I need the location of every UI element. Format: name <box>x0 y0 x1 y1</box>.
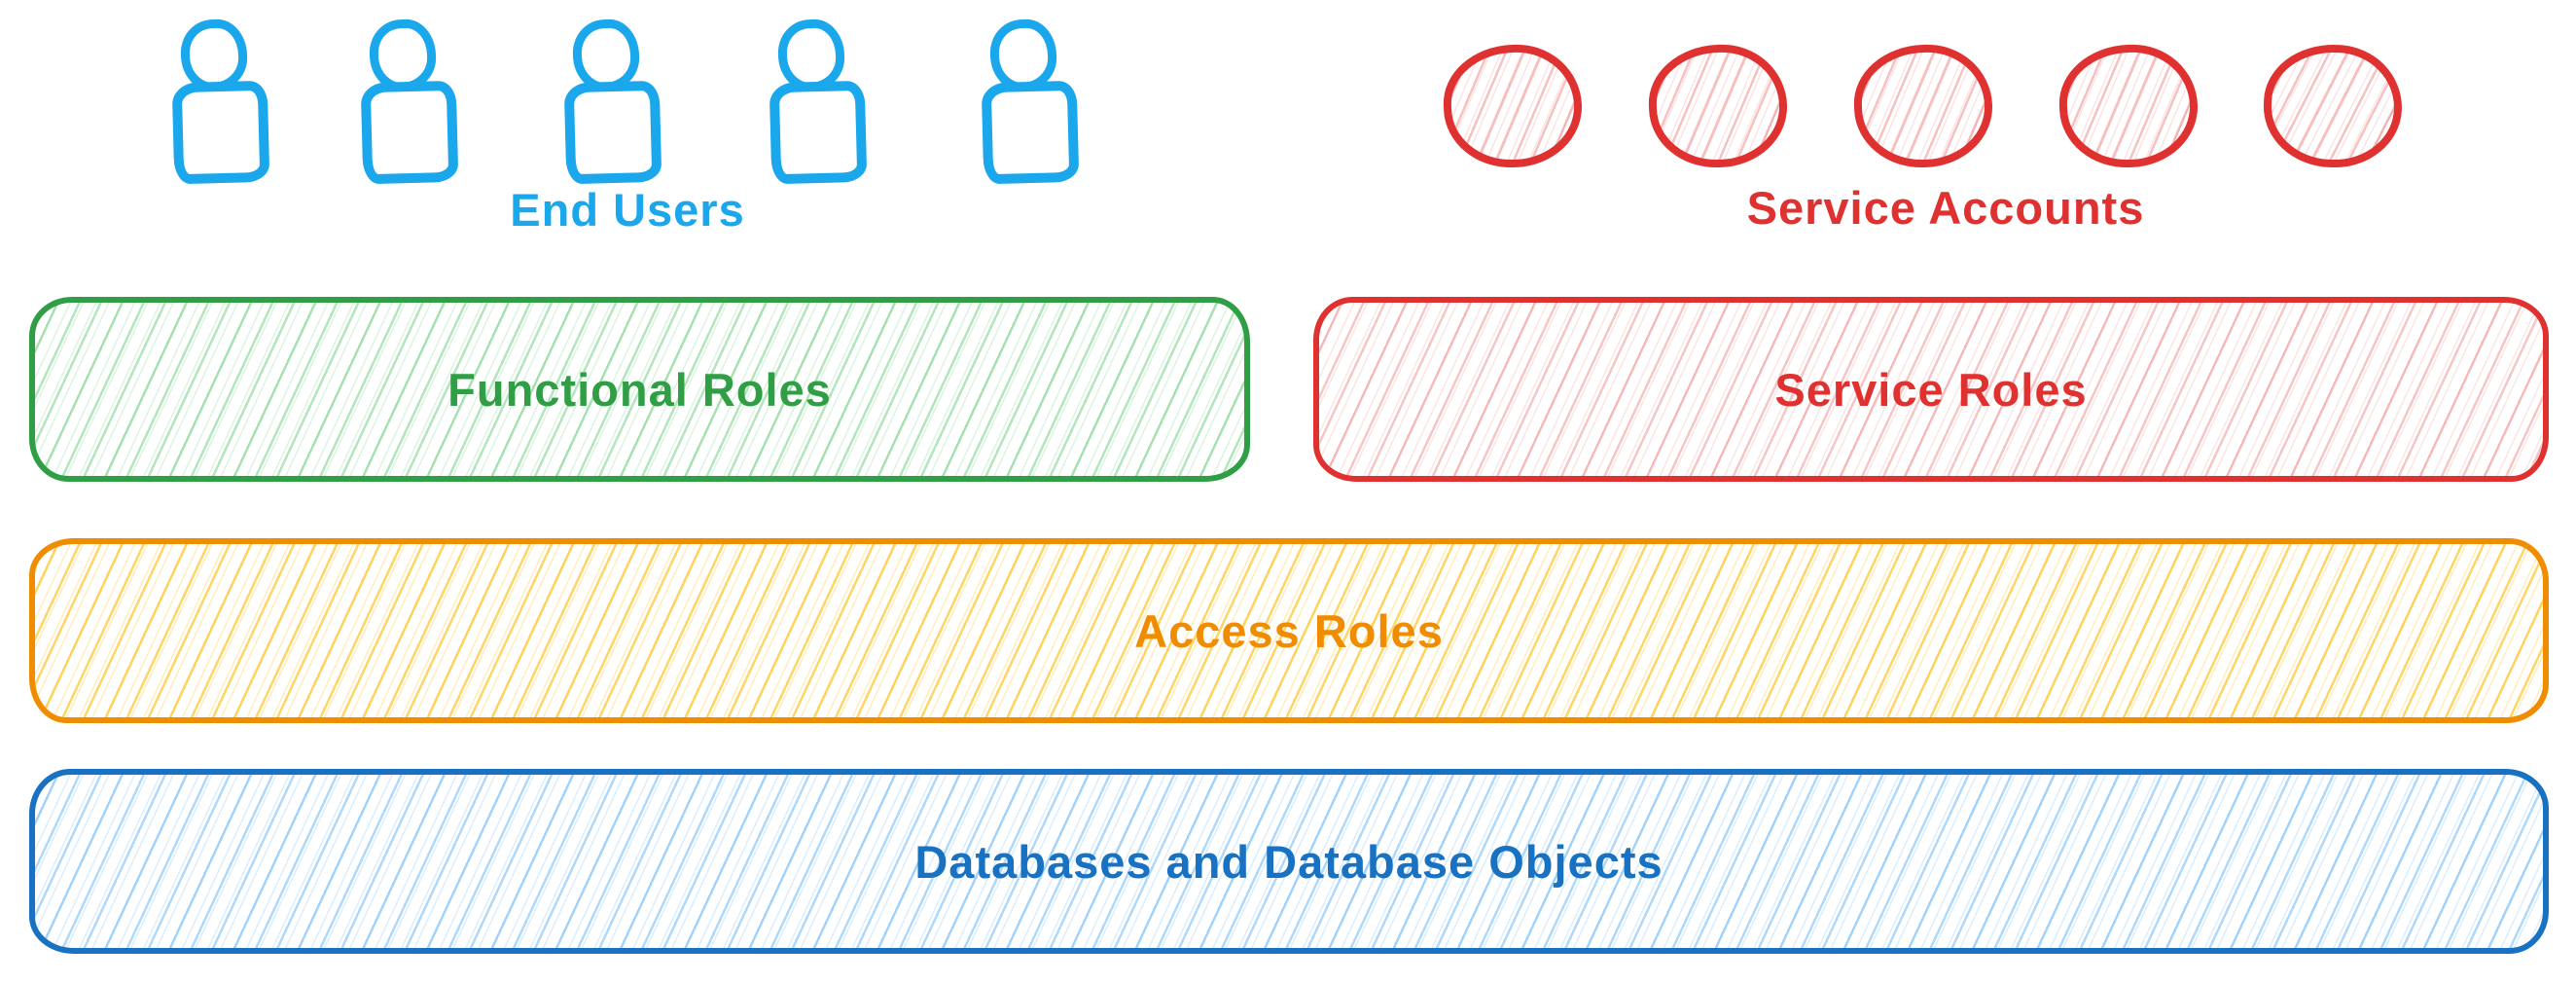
user-body-icon <box>981 80 1080 185</box>
user-icon <box>769 18 868 185</box>
databases-box: Databases and Database Objects <box>29 769 2549 954</box>
service-account-circle-icon <box>2261 42 2405 170</box>
user-icon <box>360 18 459 185</box>
access-roles-box: Access Roles <box>29 538 2549 723</box>
service-roles-label: Service Roles <box>1774 363 2088 416</box>
user-body-icon <box>171 80 270 185</box>
service-roles-box: Service Roles <box>1313 297 2549 482</box>
service-account-circle-icon <box>1441 42 1585 170</box>
user-icon <box>981 18 1080 185</box>
user-body-icon <box>563 80 662 185</box>
user-body-icon <box>360 80 459 185</box>
service-accounts-label: Service Accounts <box>1746 182 2145 234</box>
functional-roles-label: Functional Roles <box>447 363 832 416</box>
databases-label: Databases and Database Objects <box>914 835 1664 888</box>
service-account-circle-icon <box>1646 42 1790 170</box>
service-account-circle-icon <box>2057 42 2200 170</box>
end-users-label: End Users <box>510 184 745 236</box>
service-account-circle-icon <box>1851 42 1995 170</box>
user-body-icon <box>769 80 868 185</box>
functional-roles-box: Functional Roles <box>29 297 1250 482</box>
user-icon <box>171 18 270 185</box>
access-roles-label: Access Roles <box>1134 604 1444 657</box>
user-icon <box>563 18 662 185</box>
